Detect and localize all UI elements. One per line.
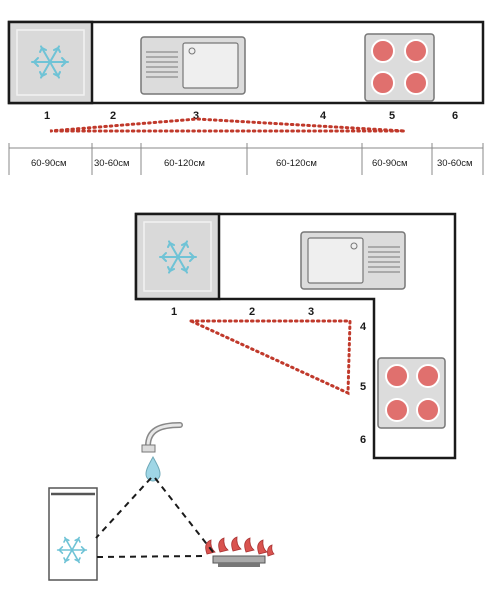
faucet-icon: [141, 422, 183, 482]
l-pos-6: 6: [360, 434, 366, 446]
cooktop-icon: [364, 33, 435, 102]
linear-pos-4: 4: [320, 110, 327, 122]
dimension-label: 60-90см: [372, 158, 408, 169]
l-pos-5: 5: [360, 381, 366, 393]
linear-pos-5: 5: [389, 110, 395, 122]
l-pos-4: 4: [360, 321, 367, 333]
linear-pos-1: 1: [44, 110, 50, 122]
l-pos-1: 1: [171, 306, 177, 318]
work-triangle-dashed: [95, 477, 214, 558]
sink-icon: [140, 36, 246, 95]
sink-icon: [300, 231, 406, 290]
dimension-label: 30-60см: [437, 158, 473, 169]
l-pos-2: 2: [249, 306, 255, 318]
linear-pos-2: 2: [110, 110, 116, 122]
dimension-label: 60-120см: [276, 158, 317, 169]
simple-work-triangle: [48, 422, 275, 581]
dimension-label: 60-120см: [164, 158, 205, 169]
linear-pos-6: 6: [452, 110, 458, 122]
cooktop-icon: [377, 357, 446, 429]
linear-layout: 1 2 3 4 5 6 60-90см 30-60см 60-120см 60-…: [7, 20, 485, 175]
dimension-label: 30-60см: [94, 158, 130, 169]
refrigerator-icon: [48, 487, 98, 581]
linear-work-triangle: [49, 117, 406, 133]
l-shaped-layout: 1 2 3 4 5 6: [134, 212, 457, 460]
l-pos-3: 3: [308, 306, 314, 318]
linear-pos-3: 3: [193, 110, 199, 122]
l-work-triangle: [190, 319, 352, 396]
gas-burner-icon: [205, 536, 275, 567]
dimension-line: [8, 143, 484, 175]
dimension-label: 60-90см: [31, 158, 67, 169]
